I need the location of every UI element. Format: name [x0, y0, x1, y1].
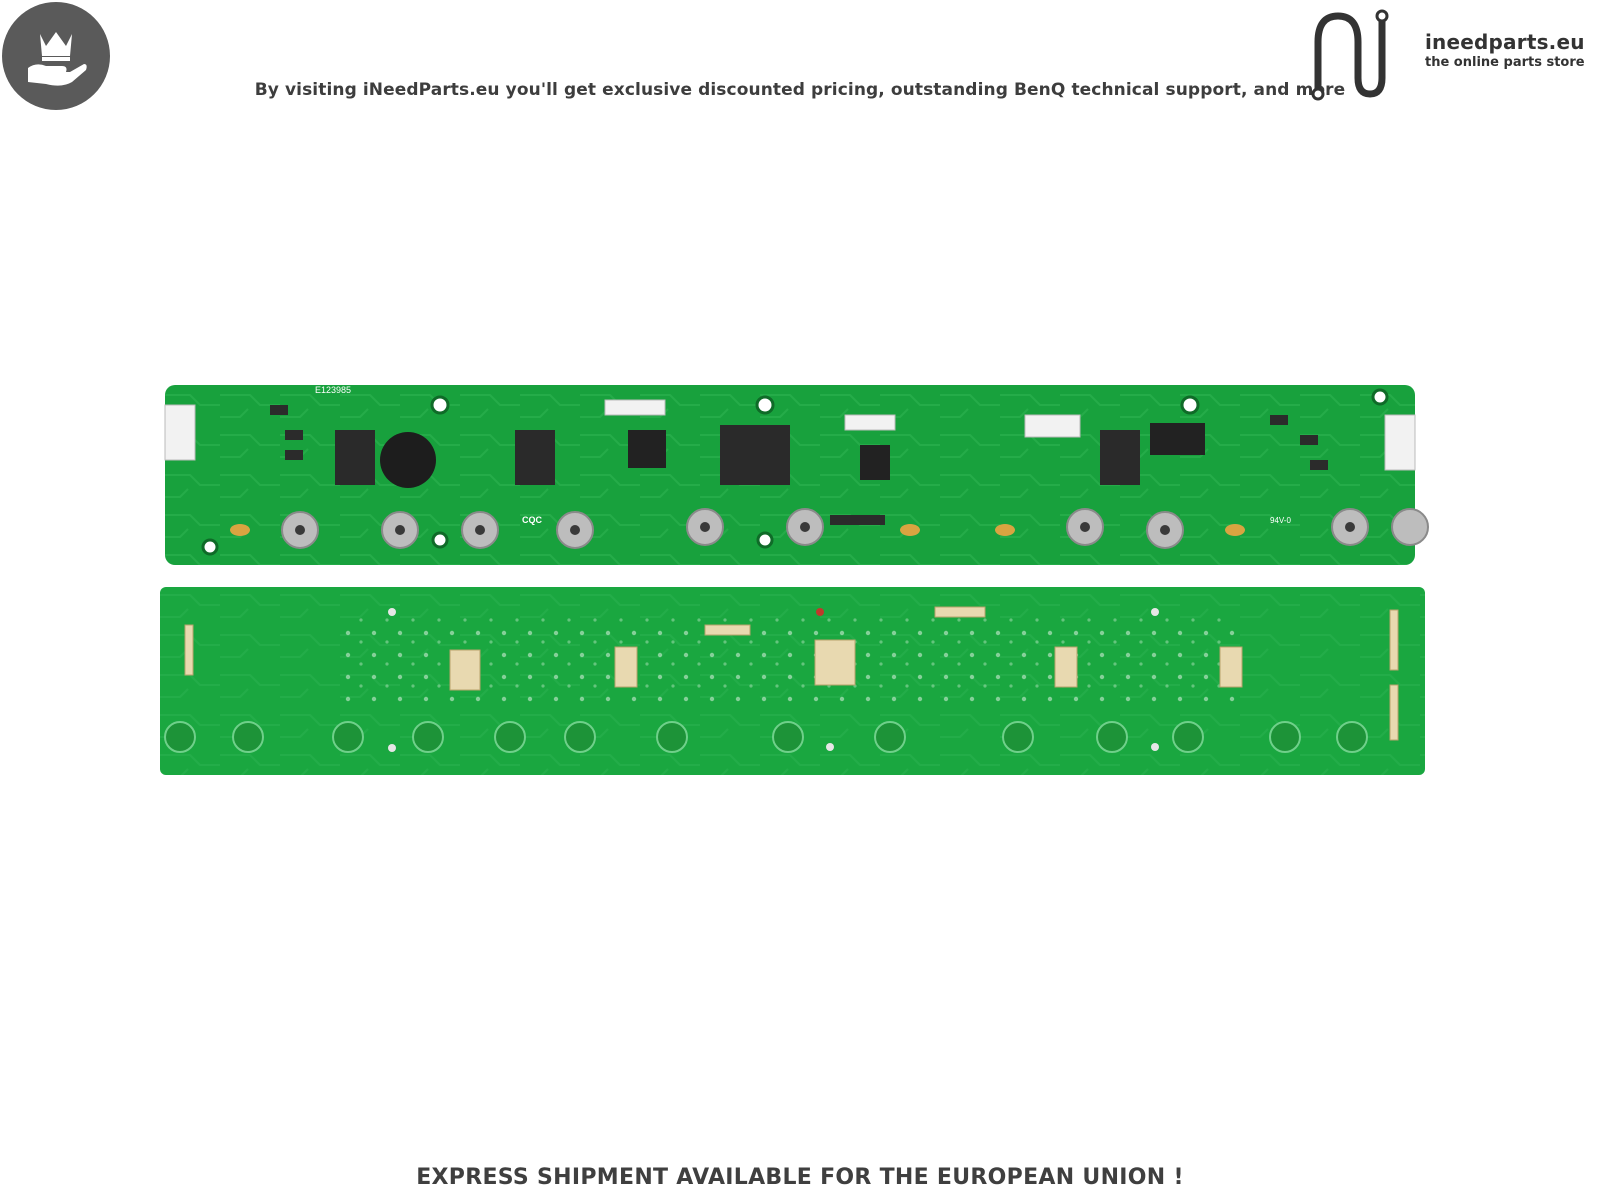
pcb-ul-rating: 94V-0 [1270, 516, 1291, 525]
promo-tagline: By visiting iNeedParts.eu you'll get exc… [254, 80, 1346, 100]
logo-subtitle: the online parts store [1425, 55, 1585, 70]
pcb-silkscreen-label: E123985 [315, 385, 351, 395]
crown-on-hand-icon [28, 32, 87, 86]
ineedparts-logo-icon [1311, 9, 1389, 101]
shipping-notice: EXPRESS SHIPMENT AVAILABLE FOR THE EUROP… [416, 1165, 1184, 1190]
pcb-board-front: E123985 CQC 94V-0 [164, 385, 1429, 565]
pcb-board-back [160, 587, 1425, 775]
logo-wordmark: ineedparts.eu [1425, 30, 1585, 54]
store-badge [2, 2, 110, 110]
pcb-cert-mark: CQC [522, 515, 543, 525]
pcb-product-photo: E123985 CQC 94V-0 [160, 385, 1429, 775]
